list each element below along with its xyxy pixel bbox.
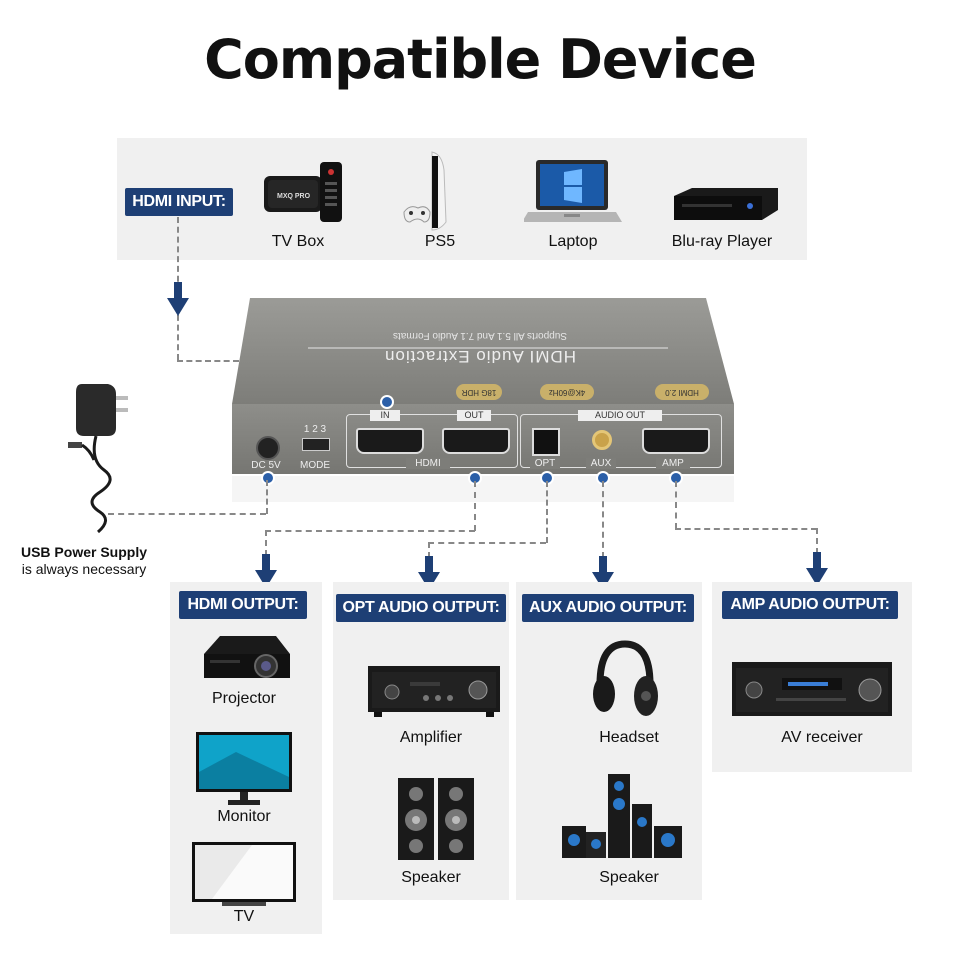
hdmi-out-line-v2 (265, 530, 267, 556)
page-title: Compatible Device (204, 28, 757, 91)
device-label-speaker-opt: Speaker (401, 869, 461, 886)
aux-audio-output-badge: AUX AUDIO OUTPUT: (522, 594, 694, 622)
hdmi-in-port (356, 428, 424, 454)
device-label-monitor: Monitor (217, 808, 271, 825)
amp-out-line-h (675, 528, 817, 530)
laptop-icon (524, 160, 622, 222)
av-receiver-icon (732, 662, 892, 716)
aux-port (592, 430, 612, 450)
input-connector-line-h (177, 360, 239, 362)
dc-label: DC 5V (251, 460, 281, 471)
chip-hdmi20: HDMI 2.0 (655, 384, 709, 400)
mode-numbers: 1 2 3 (303, 424, 327, 435)
device-label-speaker-aux: Speaker (599, 869, 659, 886)
power-supply-note: is always necessary (21, 561, 147, 577)
ps5-icon (403, 151, 447, 231)
tv-box-icon: MXQ PRO (264, 162, 342, 222)
device-label-projector: Projector (211, 690, 277, 707)
amp-audio-output-badge: AMP AUDIO OUTPUT: (722, 591, 898, 619)
audio-out-label: AUDIO OUT (578, 410, 662, 421)
projector-icon (204, 636, 290, 678)
device-label-ps5: PS5 (424, 233, 456, 250)
in-label: IN (370, 410, 400, 421)
device-label-tv-box: TV Box (271, 233, 325, 250)
device-label-blu-ray: Blu-ray Player (671, 233, 773, 250)
opt-out-line-v2 (428, 542, 430, 558)
arrow-down-icon (806, 552, 828, 586)
amp-out-line-v (675, 481, 677, 529)
arrow-down-icon (167, 282, 189, 316)
amp-label: AMP (656, 458, 690, 469)
opt-audio-output-badge: OPT AUDIO OUTPUT: (336, 594, 506, 622)
aux-out-line-v (602, 481, 604, 558)
hdmi-out-line-v (474, 481, 476, 531)
chip-18g-hdr: 18G HDR (456, 384, 502, 400)
arrow-down-icon (592, 556, 614, 590)
device-top-title: HDMI Audio Extraction (384, 347, 577, 366)
amp-port (642, 428, 710, 454)
chip-4k60: 4K@60Hz (540, 384, 594, 400)
amplifier-icon (368, 666, 500, 717)
opt-out-line-h (428, 542, 546, 544)
hdmi-audio-extractor-device (232, 298, 734, 502)
monitor-icon (196, 732, 292, 805)
mode-switch[interactable] (302, 438, 330, 451)
hdmi-label: HDMI (406, 458, 450, 469)
speaker-icon (562, 774, 682, 858)
speaker-icon (398, 778, 474, 860)
power-supply-title: USB Power Supply (20, 544, 148, 560)
device-label-amplifier: Amplifier (399, 729, 463, 746)
svg-text:MXQ PRO: MXQ PRO (277, 193, 311, 200)
mode-label: MODE (300, 460, 330, 471)
hdmi-out-line-h (265, 530, 475, 532)
hdmi-output-badge: HDMI OUTPUT: (179, 591, 307, 619)
device-label-av-receiver: AV receiver (781, 729, 863, 746)
hdmi-input-badge: HDMI INPUT: (125, 188, 233, 216)
dot-in (380, 395, 394, 409)
device-label-tv: TV (233, 908, 255, 925)
opt-port (532, 428, 560, 456)
arrow-down-icon (255, 554, 277, 588)
blu-ray-player-icon (674, 188, 778, 220)
dot-dc (261, 471, 275, 485)
device-label-laptop: Laptop (548, 233, 598, 250)
hdmi-out-port (442, 428, 510, 454)
power-adapter-icon (68, 384, 128, 534)
out-label: OUT (457, 410, 491, 421)
power-connector-line-v (266, 480, 268, 514)
opt-label: OPT (530, 458, 560, 469)
amp-out-line-v2 (816, 528, 818, 554)
headset-icon (593, 640, 658, 716)
device-top-subtitle: Supports All 5.1 And 7.1 Audio Formats (393, 330, 567, 341)
device-label-headset: Headset (599, 729, 659, 746)
arrow-down-icon (418, 556, 440, 590)
aux-label: AUX (586, 458, 616, 469)
tv-icon (192, 842, 296, 906)
opt-out-line-v (546, 481, 548, 543)
power-connector-line (108, 513, 266, 515)
dc-port (256, 436, 280, 460)
